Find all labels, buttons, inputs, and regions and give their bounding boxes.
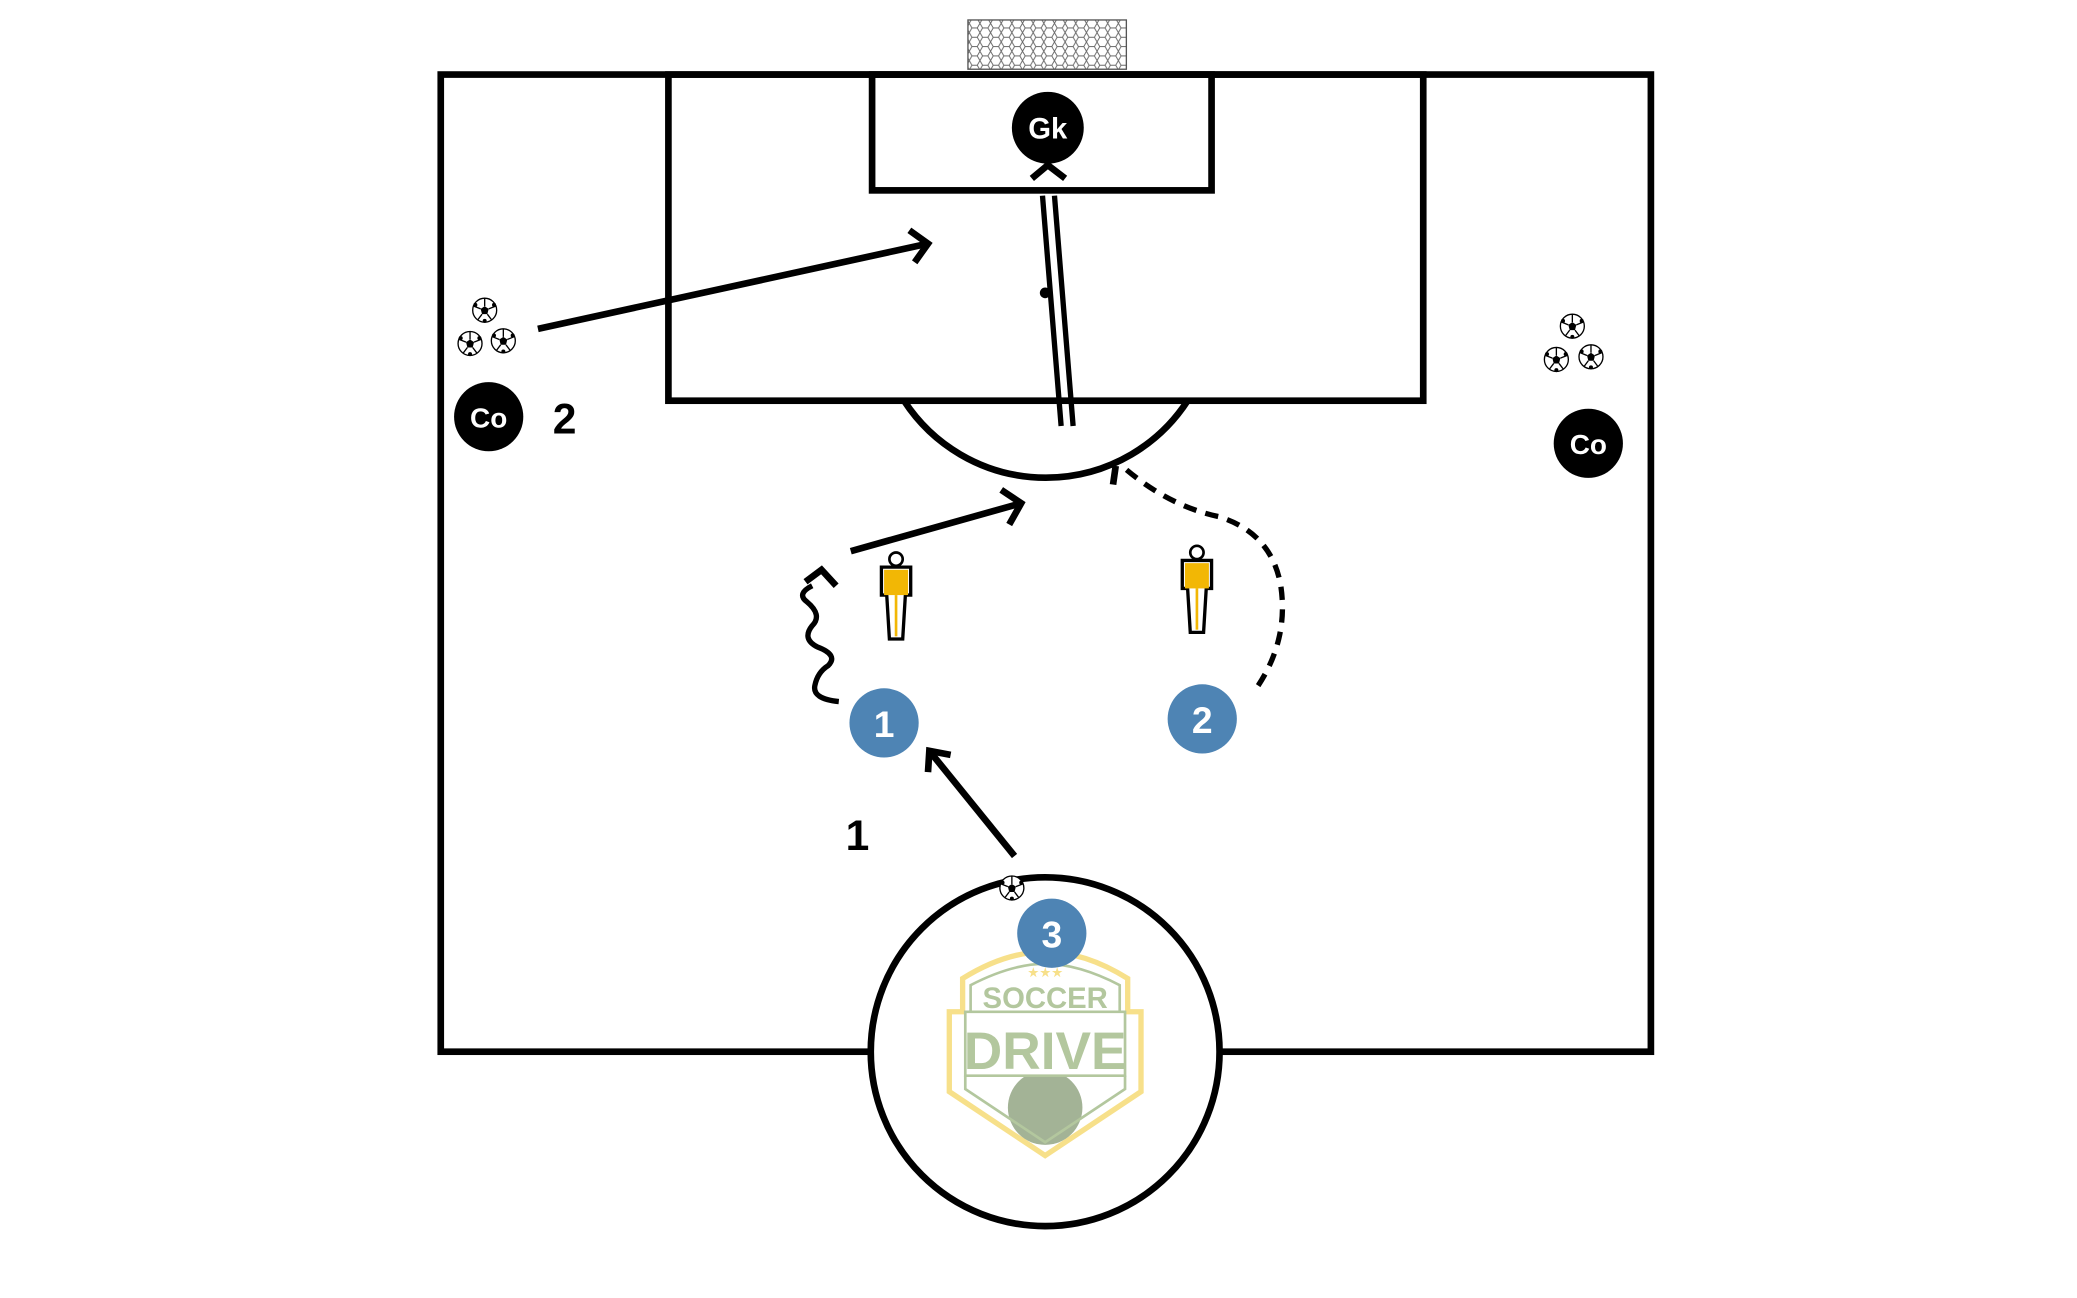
dribble-path — [799, 583, 840, 705]
player-1-marker[interactable]: 1 — [849, 688, 919, 758]
sequence-label-1: 1 — [846, 812, 870, 860]
sequence-label-2: 2 — [553, 395, 577, 443]
penalty-arc — [901, 398, 1191, 482]
run-end-tick — [1109, 465, 1120, 486]
logo-text-top: SOCCER — [983, 982, 1108, 1015]
player-3-label: 3 — [1041, 914, 1062, 956]
shot-line — [1039, 195, 1076, 427]
pass-arrow-player3 — [924, 746, 1018, 859]
player-3-marker[interactable]: 3 — [1017, 898, 1087, 968]
coach-label-left: Co — [470, 403, 507, 434]
player-1-label: 1 — [874, 703, 895, 745]
pass-arrow-player1 — [849, 487, 1026, 555]
pass-arrow-coach — [537, 227, 933, 333]
coach-marker-right[interactable]: Co — [1553, 408, 1623, 478]
goalkeeper-chevron — [1029, 160, 1068, 182]
goal-net — [967, 19, 1128, 70]
coach-label-right: Co — [1570, 429, 1607, 460]
logo-text-bottom: DRIVE — [964, 1022, 1127, 1081]
coach-marker-left[interactable]: Co — [454, 382, 524, 452]
player-2-marker[interactable]: 2 — [1167, 684, 1237, 754]
shot-dot — [1039, 287, 1051, 299]
goal-area — [868, 71, 1215, 194]
ball-pile-right — [1543, 313, 1604, 373]
dribble-chevron — [803, 565, 839, 589]
soccer-ball — [999, 875, 1025, 902]
player-2-label: 2 — [1192, 699, 1213, 741]
run-path-player2 — [1123, 466, 1286, 688]
goalkeeper-marker[interactable]: Gk — [1011, 91, 1084, 164]
mannequin-left — [879, 550, 913, 641]
ball-pile-left — [457, 297, 516, 357]
soccer-drive-logo: ★★★ SOCCER DRIVE — [946, 949, 1144, 1159]
logo-stars: ★★★ — [1027, 965, 1063, 980]
goalkeeper-label: Gk — [1028, 113, 1068, 146]
mannequin-right — [1180, 544, 1214, 635]
